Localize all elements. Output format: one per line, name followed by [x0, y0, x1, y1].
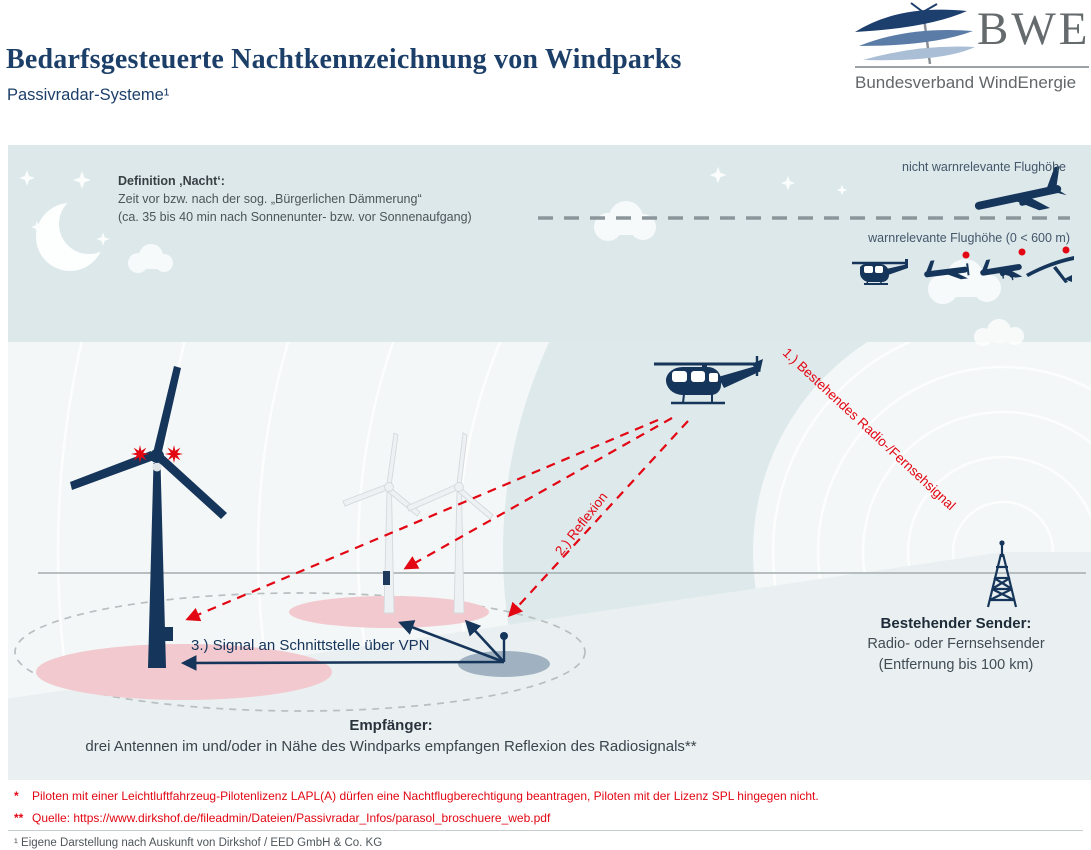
helicopter-icon: [654, 356, 763, 405]
foreground-ground: [8, 552, 1091, 780]
ray-to-dark-turbine: [185, 418, 659, 622]
warning-light-icon: [131, 445, 149, 463]
night-definition-line1: Zeit vor bzw. nach der sog. „Bürgerliche…: [118, 192, 422, 206]
red-footnotes: * Piloten mit einer Leichtluftfahrzeug-Pi…: [14, 785, 819, 829]
bwe-logo-icon: [855, 2, 975, 65]
red-dot: [1018, 248, 1026, 256]
low-altitude-label: warnrelevante Flughöhe (0 < 600 m): [868, 231, 1070, 245]
sender-title: Bestehender Sender:: [880, 615, 1032, 632]
jet-icon: [974, 166, 1067, 211]
arrow-to-turbine-a: [398, 620, 505, 664]
source-note: ¹ Eigene Darstellung nach Auskunft von D…: [14, 837, 383, 849]
bwe-logo: BWE Bundesverband WindEnergie: [851, 2, 1091, 102]
night-restriction-dots: [962, 246, 1070, 259]
page-subtitle: Passivradar-Systeme¹: [7, 86, 170, 104]
radio-tower-icon: [986, 540, 1018, 608]
sender-block: Bestehender Sender: Radio- oder Fernsehs…: [831, 613, 1081, 676]
cloud-icon: [128, 244, 173, 273]
diagram-canvas: [8, 145, 1091, 780]
sender-line2: (Entfernung bis 100 km): [878, 657, 1034, 673]
red-dot: [962, 251, 970, 259]
cloud-icon: [974, 319, 1024, 346]
small-plane-icon: [924, 260, 970, 280]
arrow-to-turbine-b: [464, 619, 505, 663]
arrow-to-dark-turbine: [180, 655, 505, 671]
vpn-arrows: [180, 619, 505, 671]
receiver-line: drei Antennen im und/oder in Nähe des Wi…: [85, 738, 697, 755]
twin-plane-icon: [980, 259, 1023, 281]
footnote-2-text: Quelle: https://www.dirkshof.de/fileadmi…: [32, 811, 551, 825]
night-sky-band: [8, 145, 1091, 342]
night-definition-line2: (ca. 35 bis 40 min nach Sonnenunter- bzw…: [118, 210, 472, 224]
bwe-acronym: BWE: [977, 3, 1091, 55]
night-definition-title: Definition ‚Nacht‘:: [118, 174, 225, 188]
footnote-2: ** Quelle: https://www.dirkshof.de/filead…: [14, 807, 819, 829]
red-dot: [1062, 246, 1070, 254]
high-altitude-label: nicht warnrelevante Flughöhe: [902, 160, 1066, 174]
footnote-2-marker: **: [14, 811, 24, 825]
reflection-rays: [185, 417, 689, 622]
windpark-boundary-ellipse: [14, 592, 586, 712]
receiver-title: Empfänger:: [349, 717, 433, 734]
wind-turbine-light: [406, 432, 494, 614]
ray-to-light-turbine: [403, 417, 673, 570]
diagram-area: Definition ‚Nacht‘: Zeit vor bzw. nach d…: [8, 145, 1091, 780]
footnote-1-text: Piloten mit einer Leichtluftfahrzeug-Pil…: [32, 789, 819, 803]
turbine-interface-box: [383, 571, 390, 585]
logo-divider: [855, 66, 1089, 68]
footnote-1: * Piloten mit einer Leichtluftfahrzeug-Pi…: [14, 785, 819, 807]
receiver-zone: [458, 651, 550, 677]
footnote-divider: [8, 830, 1083, 831]
helicopter-small-icon: [852, 259, 908, 285]
ray-to-receiver: [508, 420, 689, 618]
step3-vpn-label: 3.) Signal an Schnittstelle über VPN: [191, 637, 430, 654]
cloud-icon: [594, 201, 656, 241]
sender-line1: Radio- oder Fernsehsender: [867, 636, 1045, 652]
footnote-1-marker: *: [14, 789, 19, 803]
wind-turbine-dark: [70, 366, 227, 668]
receiver-antenna-icon: [500, 632, 508, 662]
signal-shadow-band: [503, 342, 901, 780]
turbine-interface-box: [161, 627, 173, 641]
receiver-block: Empfänger: drei Antennen im und/oder in …: [38, 715, 744, 757]
page-title: Bedarfsgesteuerte Nachtkennzeichnung von…: [6, 44, 682, 75]
bwe-name: Bundesverband WindEnergie: [855, 73, 1077, 92]
night-definition-block: Definition ‚Nacht‘: Zeit vor bzw. nach d…: [118, 172, 472, 226]
warning-light-icon: [165, 445, 183, 463]
reflection-zone-left: [36, 644, 332, 700]
glider-icon: [1026, 256, 1074, 283]
